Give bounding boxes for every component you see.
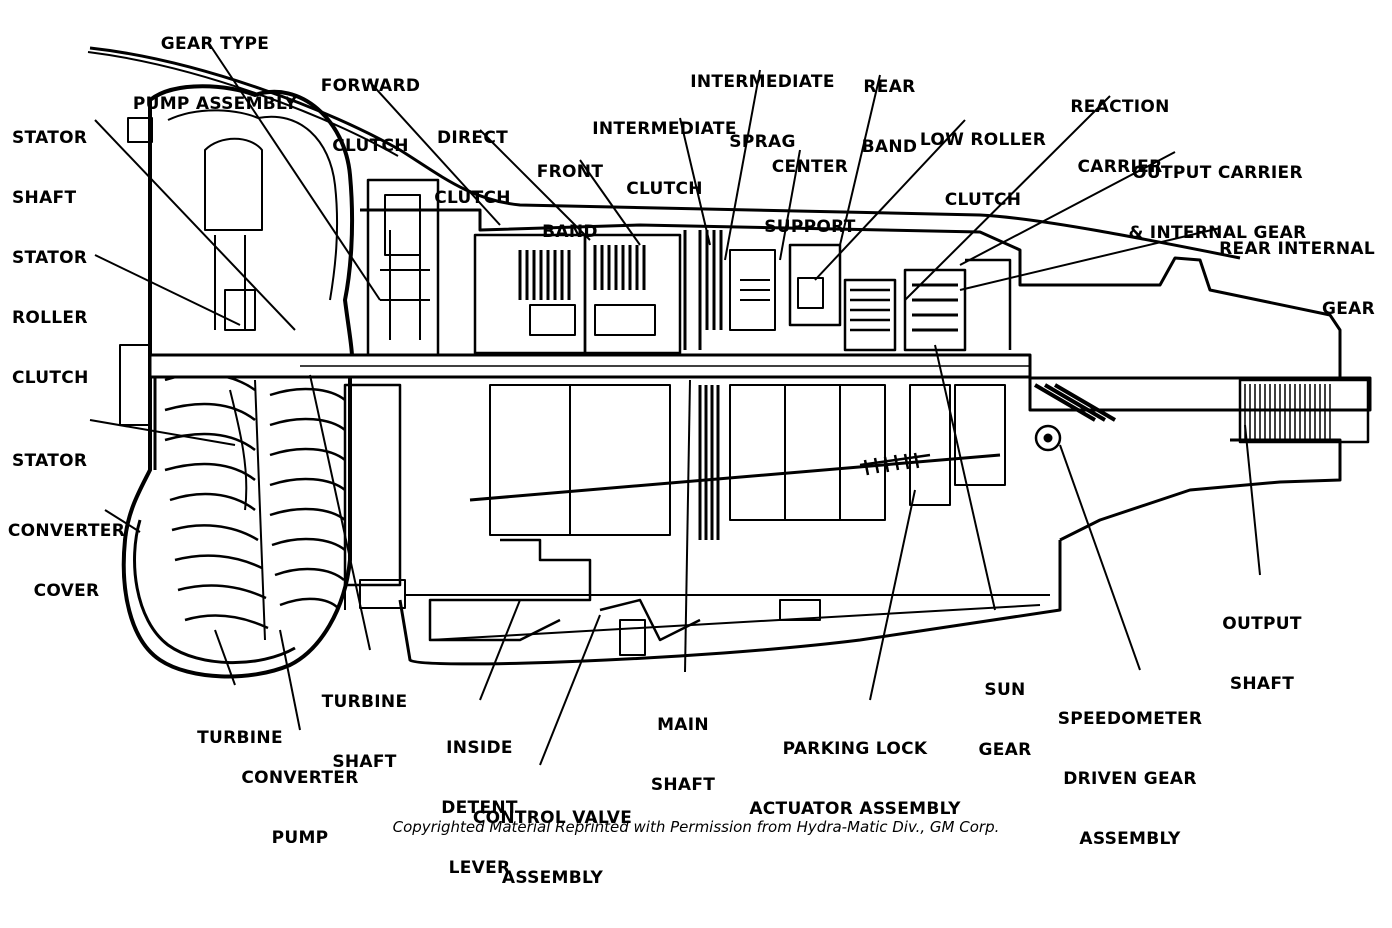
label-reaction-carrier: REACTION CARRIER: [1055, 57, 1185, 217]
label-line: & INTERNAL GEAR: [1128, 223, 1307, 243]
label-line: INTERMEDIATE: [592, 119, 737, 139]
label-center-support: CENTER SUPPORT: [755, 117, 865, 277]
label-line: REAR INTERNAL: [1219, 239, 1375, 259]
label-line: GEAR: [1321, 299, 1375, 319]
transmission-drawing: [87, 41, 1372, 766]
label-line: DIRECT: [436, 128, 508, 148]
label-line: DRIVEN GEAR: [1063, 769, 1197, 789]
label-forward-clutch: FORWARD CLUTCH: [308, 36, 433, 196]
label-line: CENTER: [771, 157, 849, 177]
label-line: REAR: [863, 77, 916, 97]
clutch-packs-drawing: [473, 230, 1012, 355]
label-rear-band: REAR BAND: [852, 37, 927, 197]
transmission-case: [87, 46, 1342, 666]
label-line: SPEEDOMETER: [1057, 709, 1203, 729]
label-line: SHAFT: [1229, 674, 1295, 694]
label-line: PUMP ASSEMBLY: [132, 94, 298, 114]
label-line: SHAFT: [332, 752, 397, 772]
pump-assembly-drawing: [343, 178, 440, 609]
label-front-band: FRONT BAND: [525, 122, 615, 282]
label-line: CLUTCH: [434, 188, 511, 208]
label-line: STATOR: [12, 248, 88, 268]
label-line: CONVERTER: [7, 521, 126, 541]
main-shaft-drawing: [148, 353, 1372, 444]
label-line: ACTUATOR ASSEMBLY: [749, 799, 961, 819]
label-direct-clutch: DIRECT CLUTCH: [420, 88, 525, 248]
label-line: GEAR: [978, 740, 1032, 760]
label-line: SHAFT: [12, 188, 77, 208]
leader-lines: [89, 41, 1261, 766]
label-line: STATOR: [12, 451, 88, 471]
label-line: STATOR: [12, 128, 88, 148]
label-output-carrier-internal-gear: OUTPUT CARRIER & INTERNAL GEAR: [1115, 123, 1320, 283]
label-line: MAIN: [657, 715, 709, 735]
label-line: DETENT: [441, 798, 518, 818]
label-line: SUPPORT: [764, 217, 856, 237]
label-control-valve-assembly: CONTROL VALVE ASSEMBLY: [460, 768, 645, 928]
label-line: BAND: [542, 222, 598, 242]
label-line: PARKING LOCK: [782, 739, 928, 759]
label-line: CLUTCH: [332, 136, 409, 156]
label-stator-roller-clutch: STATOR ROLLER CLUTCH: [12, 208, 107, 428]
label-line: OUTPUT: [1222, 614, 1302, 634]
label-turbine: TURBINE: [185, 688, 295, 788]
label-stator-shaft: STATOR SHAFT: [12, 88, 102, 248]
label-line: SHAFT: [650, 775, 716, 795]
label-line: INTERMEDIATE: [690, 72, 835, 92]
label-line: CLUTCH: [626, 179, 703, 199]
copyright-credit: Copyrighted Material Reprinted with Perm…: [392, 818, 1000, 836]
label-intermediate-sprag: INTERMEDIATE SPRAG: [680, 32, 845, 192]
label-converter-cover: CONVERTER COVER: [4, 481, 134, 641]
label-line: OUTPUT CARRIER: [1132, 163, 1303, 183]
label-line: CLUTCH: [12, 368, 89, 388]
gearset-drawing: [469, 384, 1062, 540]
label-line: CLUTCH: [944, 190, 1022, 210]
label-low-roller-clutch: LOW ROLLER CLUTCH: [908, 90, 1058, 250]
label-gear-type-pump-assembly: GEAR TYPE PUMP ASSEMBLY: [120, 0, 310, 154]
label-line: SUN: [984, 680, 1026, 700]
label-line: COVER: [33, 581, 100, 601]
label-turbine-shaft: TURBINE SHAFT: [312, 652, 417, 812]
label-line: PUMP: [271, 828, 329, 848]
label-line: ROLLER: [12, 308, 88, 328]
label-rear-internal-gear: REAR INTERNAL GEAR: [1195, 199, 1375, 359]
label-parking-lock-actuator-assembly: PARKING LOCK ACTUATOR ASSEMBLY: [735, 699, 975, 859]
label-line: BAND: [861, 137, 918, 157]
label-line: CONVERTER: [241, 768, 359, 788]
label-converter-pump: CONVERTER PUMP: [240, 728, 360, 888]
label-stator: STATOR: [12, 411, 102, 511]
label-line: REACTION: [1070, 97, 1170, 117]
label-speedometer-driven-gear-assembly: SPEEDOMETER DRIVEN GEAR ASSEMBLY: [1050, 669, 1210, 889]
label-intermediate-clutch: INTERMEDIATE CLUTCH: [582, 79, 747, 239]
label-line: CARRIER: [1077, 157, 1163, 177]
label-output-shaft: OUTPUT SHAFT: [1212, 574, 1312, 734]
label-sun-gear: SUN GEAR: [965, 640, 1045, 800]
label-line: TURBINE: [321, 692, 408, 712]
label-line: TURBINE: [197, 728, 283, 748]
control-valve-drawing: [428, 538, 821, 656]
label-line: INSIDE: [446, 738, 513, 758]
label-line: SPRAG: [729, 132, 796, 152]
label-main-shaft: MAIN SHAFT: [638, 675, 728, 835]
label-line: ASSEMBLY: [501, 868, 604, 888]
label-line: CONTROL VALVE: [472, 808, 633, 828]
label-line: FRONT: [536, 162, 604, 182]
label-line: GEAR TYPE: [160, 34, 270, 54]
transmission-cutaway-diagram: GEAR TYPE PUMP ASSEMBLY FORWARD CLUTCH S…: [4, 0, 1375, 888]
label-line: LOW ROLLER: [919, 130, 1047, 150]
label-line: FORWARD: [320, 76, 421, 96]
